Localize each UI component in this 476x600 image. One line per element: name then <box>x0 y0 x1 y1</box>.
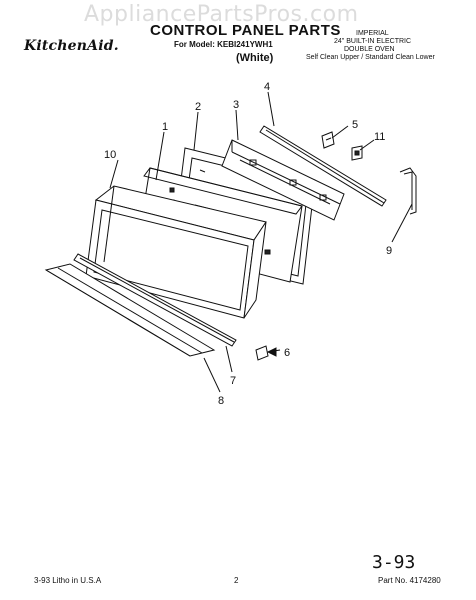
part-6-clip <box>255 345 269 361</box>
callout-11: 11 <box>374 131 385 143</box>
callout-8: 8 <box>218 395 224 407</box>
part-4-trim-strip <box>259 125 387 207</box>
model-label: For Model: KEBI241YWH1 <box>174 40 273 49</box>
callout-2: 2 <box>195 101 201 113</box>
color-label: (White) <box>236 52 274 64</box>
part-10-trim-frame <box>85 185 267 319</box>
callout-5: 5 <box>352 119 358 131</box>
spec-line-2: 24" BUILT-IN ELECTRIC <box>334 38 412 45</box>
footer-page-number: 2 <box>234 576 239 585</box>
part-8-bottom-trim <box>44 263 216 357</box>
part-5-clip <box>321 131 335 149</box>
callout-6: 6 <box>284 347 290 359</box>
callout-9: 9 <box>386 245 392 257</box>
footer-part-number: Part No. 4174280 <box>378 576 441 585</box>
part-9-bracket <box>399 167 417 215</box>
spec-line-3: DOUBLE OVEN <box>344 46 395 53</box>
part-7-trim-strip <box>73 253 237 347</box>
callout-7: 7 <box>230 375 236 387</box>
watermark: AppliancePartsPros.com <box>84 2 359 27</box>
part-11-clip <box>351 145 363 161</box>
part-3-bracket <box>221 139 345 221</box>
callout-10: 10 <box>104 149 116 161</box>
brand-logo: KitchenAid. <box>24 38 119 54</box>
handwritten-date: 3-93 <box>372 552 416 573</box>
spec-line-4: Self Clean Upper / Standard Clean Lower <box>306 54 435 61</box>
callout-3: 3 <box>233 99 239 111</box>
page-title: CONTROL PANEL PARTS <box>150 22 341 39</box>
callout-1: 1 <box>162 121 168 133</box>
footer-litho: 3-93 Litho in U.S.A <box>34 576 102 585</box>
spec-line-1: IMPERIAL <box>356 30 389 37</box>
leader-lines <box>109 91 413 393</box>
callout-4: 4 <box>264 81 270 93</box>
